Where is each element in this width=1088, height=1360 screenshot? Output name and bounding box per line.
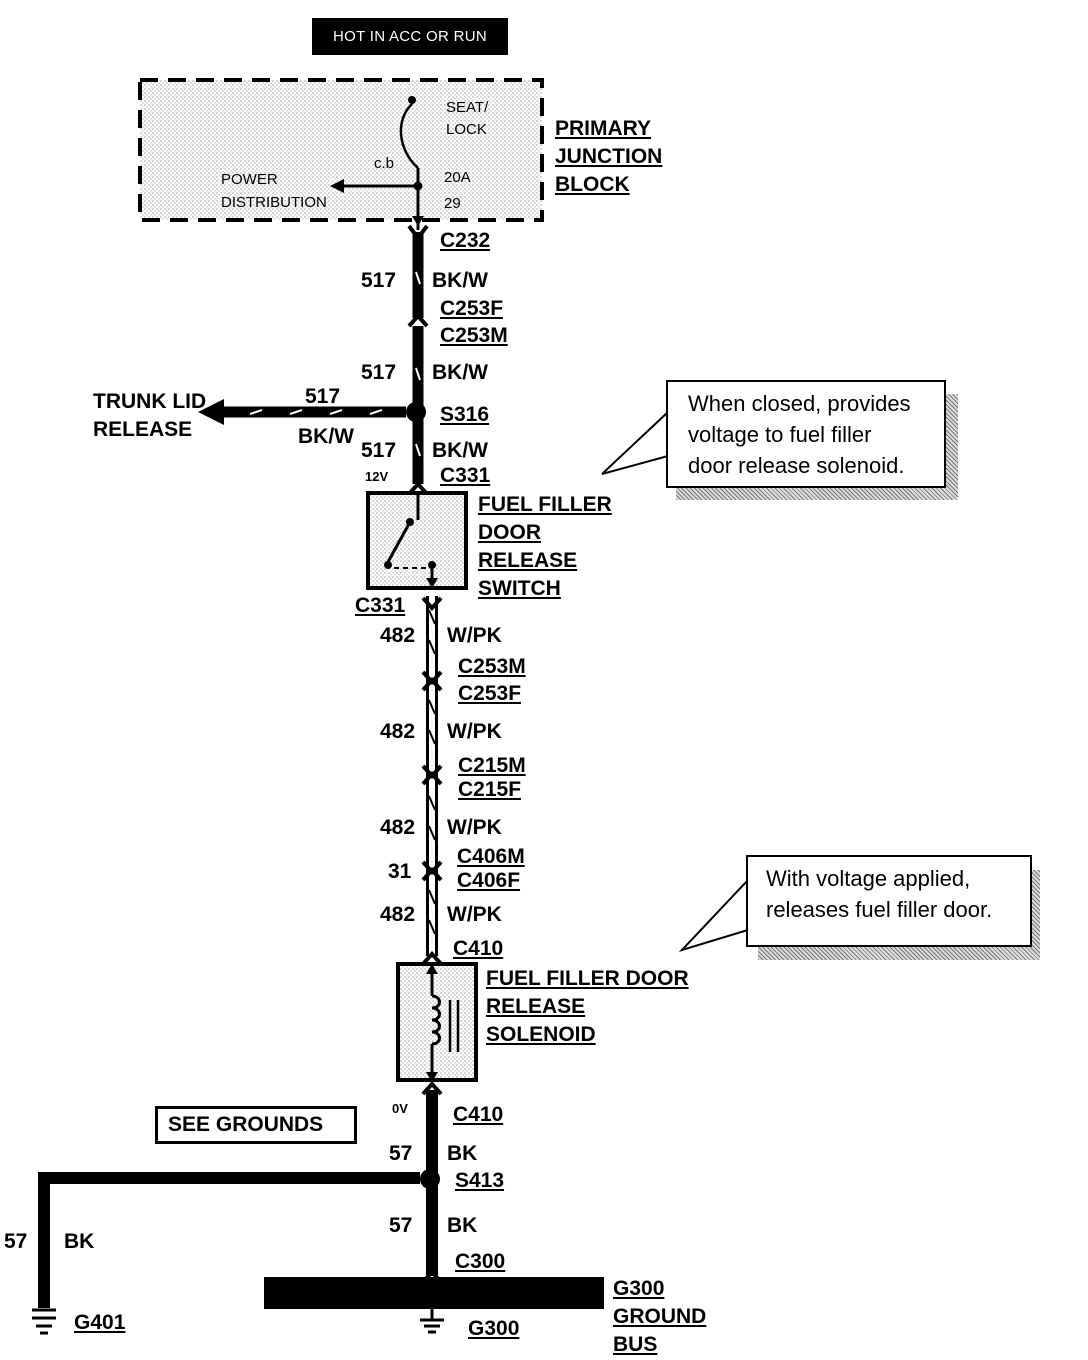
wire8-circuit: 57 — [389, 1142, 413, 1165]
switch-name-4: SWITCH — [478, 577, 561, 600]
solenoid-name-3: SOLENOID — [486, 1023, 596, 1046]
connector-c253-top — [407, 313, 429, 328]
wire2-color: BK/W — [432, 361, 488, 384]
wire10-color: BK — [64, 1230, 95, 1253]
junction-name-3: BLOCK — [555, 173, 630, 196]
connector-c253f-top: C253F — [440, 297, 504, 320]
trunk-wire-circuit: 517 — [305, 385, 341, 408]
fuse-name-2: LOCK — [446, 121, 487, 138]
trunk-lid-arrow — [198, 399, 224, 425]
ground-bus-3: BUS — [613, 1333, 658, 1356]
ground-symbol-g401 — [32, 1308, 56, 1335]
solenoid-name-2: RELEASE — [486, 995, 586, 1018]
solenoid-name-1: FUEL FILLER DOOR — [486, 967, 689, 990]
connector-c331-bottom: C331 — [355, 594, 406, 617]
callout2-line1: With voltage applied, — [766, 866, 971, 891]
callout1-pointer — [601, 409, 669, 475]
switch-name-1: FUEL FILLER — [478, 493, 612, 516]
wire3-circuit: 517 — [361, 439, 397, 462]
callout1: When closed, provides voltage to fuel fi… — [666, 380, 946, 488]
wire6-color: W/PK — [447, 816, 502, 839]
wire5-color: W/PK — [447, 720, 502, 743]
junction-block-box — [138, 78, 544, 222]
wire4-circuit: 482 — [380, 624, 416, 647]
wire10-circuit: 57 — [4, 1230, 28, 1253]
wire7-color: W/PK — [447, 903, 502, 926]
connector-c410-top: C410 — [453, 937, 504, 960]
switch-name-2: DOOR — [478, 521, 541, 544]
coil-symbol — [431, 994, 441, 1046]
fuse-rating: 20A — [444, 169, 471, 186]
wire5-circuit: 482 — [380, 720, 416, 743]
wire4-color: W/PK — [447, 624, 502, 647]
connector-c253m-top: C253M — [440, 324, 508, 347]
connector-c410-bottom: C410 — [453, 1103, 504, 1126]
ground-g300: G300 — [468, 1317, 520, 1340]
trunk-lid-2: RELEASE — [93, 418, 193, 441]
connector-c406m: C406M — [457, 845, 525, 868]
callout2-pointer — [678, 877, 749, 953]
connector-c215m: C215M — [458, 754, 526, 777]
wire3-color: BK/W — [432, 439, 488, 462]
ground-g401: G401 — [74, 1311, 126, 1334]
junction-name-2: JUNCTION — [555, 145, 663, 168]
cb-label: c.b — [374, 155, 395, 172]
connector-c253f-bot: C253F — [458, 682, 522, 705]
wire8-color: BK — [447, 1142, 478, 1165]
connector-c253m-bot: C253M — [458, 655, 526, 678]
ground-bus-1: G300 — [613, 1277, 665, 1300]
power-dist-2: DISTRIBUTION — [221, 194, 327, 211]
splice-s316-label: S316 — [440, 403, 490, 426]
fuse-name-1: SEAT/ — [446, 99, 489, 116]
connector-c406f: C406F — [457, 869, 521, 892]
splice-s413-label: S413 — [455, 1169, 505, 1192]
wire9-circuit: 57 — [389, 1214, 413, 1237]
callout2-line2: releases fuel filler door. — [766, 897, 993, 922]
pin-31: 31 — [388, 860, 412, 883]
callout1-line2: voltage to fuel filler — [688, 422, 872, 447]
see-grounds-box[interactable]: SEE GROUNDS — [155, 1106, 357, 1144]
ground-bus-2: GROUND — [613, 1305, 707, 1328]
power-dist-1: POWER — [221, 171, 278, 188]
wire6-circuit: 482 — [380, 816, 416, 839]
splice-s316 — [406, 402, 426, 422]
wire9-color: BK — [447, 1214, 478, 1237]
trunk-wire-color: BK/W — [298, 425, 354, 448]
ground-bus — [264, 1277, 604, 1309]
fuse-number: 29 — [444, 195, 461, 212]
junction-name-1: PRIMARY — [555, 117, 652, 140]
connector-c215f: C215F — [458, 778, 522, 801]
connector-c331-top: C331 — [440, 464, 491, 487]
wire2-circuit: 517 — [361, 361, 397, 384]
splice-s413 — [420, 1169, 440, 1189]
trunk-lid-1: TRUNK LID — [93, 390, 207, 413]
ground-symbol-g300 — [420, 1318, 444, 1334]
circuit-breaker-symbol — [399, 103, 419, 169]
wire1-circuit: 517 — [361, 269, 397, 292]
connector-c232: C232 — [440, 229, 491, 252]
callout2: With voltage applied, releases fuel fill… — [746, 855, 1032, 947]
voltage-0v: 0V — [392, 1101, 408, 1116]
callout1-line1: When closed, provides — [688, 391, 911, 416]
hot-in-acc-tag: HOT IN ACC OR RUN — [312, 18, 508, 55]
connector-c300: C300 — [455, 1250, 506, 1273]
wire7-circuit: 482 — [380, 903, 416, 926]
switch-name-3: RELEASE — [478, 549, 578, 572]
wire1-color: BK/W — [432, 269, 488, 292]
callout1-line3: door release solenoid. — [688, 453, 905, 478]
voltage-12v: 12V — [365, 469, 389, 484]
